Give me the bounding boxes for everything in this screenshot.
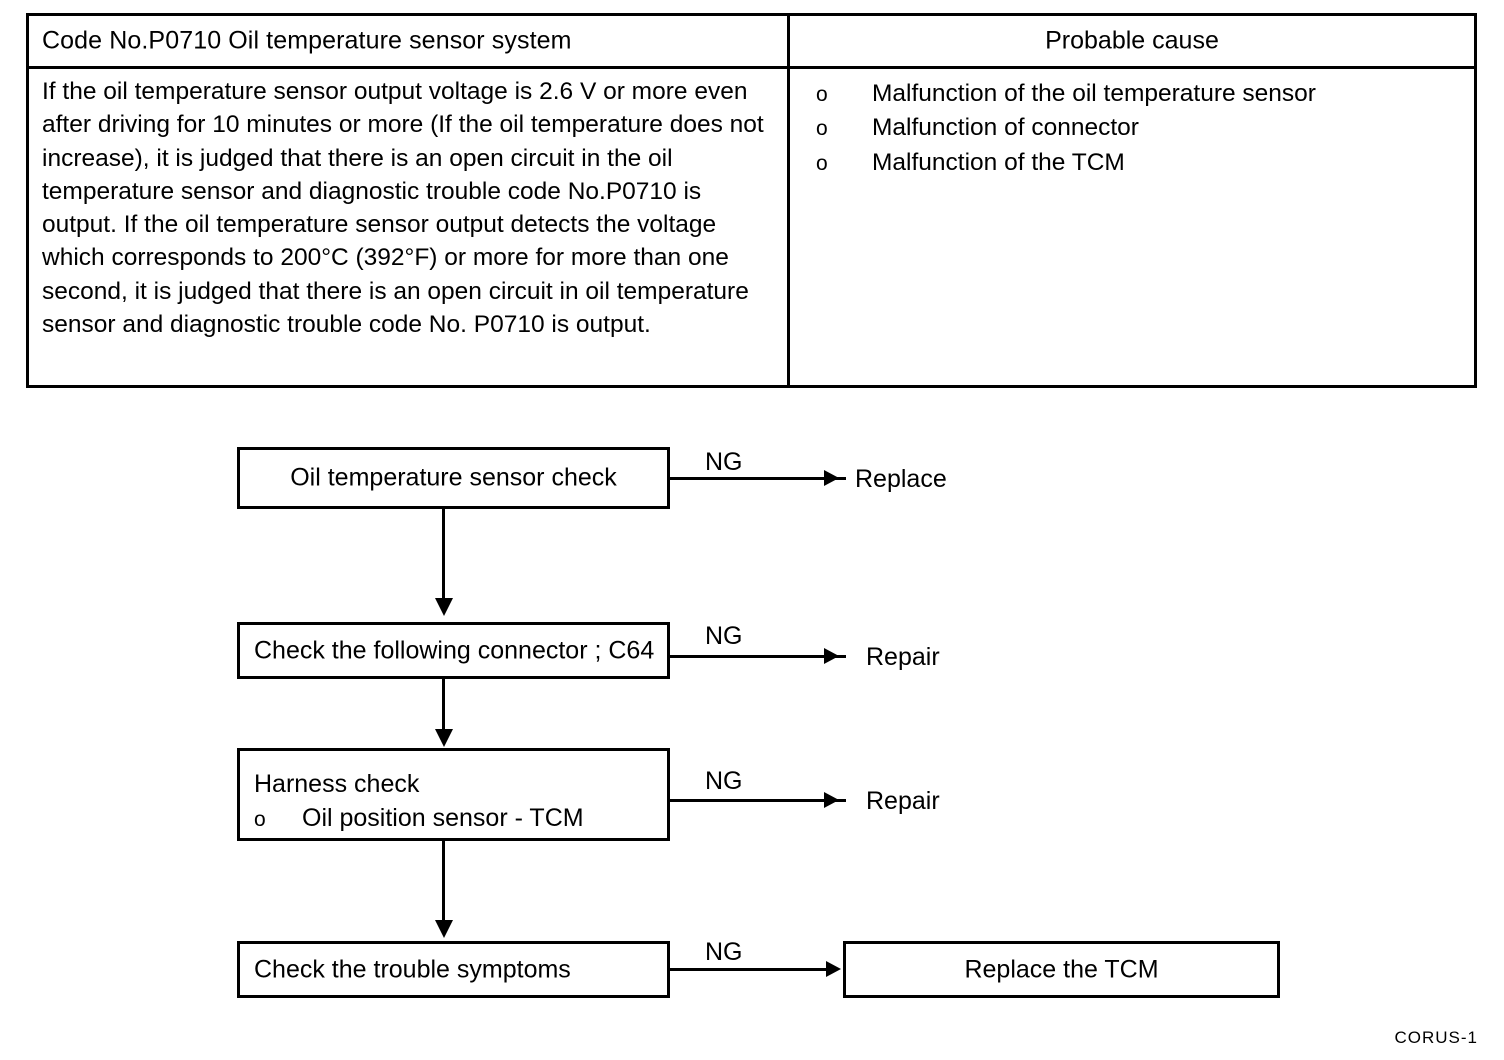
flow-box-label: Harness check: [254, 770, 420, 798]
table-header-cell-cause: Probable cause: [790, 16, 1474, 66]
bullet-icon: o: [816, 151, 828, 175]
branch-line-1: [670, 477, 846, 480]
branch-label-ng-3: NG: [705, 767, 743, 795]
flow-connector-arrowhead-2-3: [435, 729, 453, 747]
flow-connector-3-4: [442, 841, 445, 923]
list-item: o Malfunction of the oil temperature sen…: [816, 77, 1316, 111]
flow-box-sub-label: Oil position sensor - TCM: [302, 804, 584, 832]
flow-box-check-trouble-symptoms: Check the trouble symptoms: [237, 941, 670, 998]
flow-box-label: Check the following connector ; C64: [254, 636, 655, 664]
probable-cause-text: Malfunction of connector: [872, 114, 1139, 142]
branch-line-4: [670, 968, 830, 971]
bullet-icon: o: [254, 808, 266, 831]
table-header-row: Code No.P0710 Oil temperature sensor sys…: [29, 16, 1474, 69]
bullet-icon: o: [816, 83, 828, 106]
branch-line-2: [670, 655, 846, 658]
list-item: o Malfunction of the TCM: [816, 146, 1316, 180]
flow-box-content: Harness check o Oil position sensor - TC…: [254, 767, 659, 837]
probable-cause-text: Malfunction of the TCM: [872, 148, 1125, 176]
flow-connector-arrowhead-3-4: [435, 920, 453, 938]
flow-box-sub-line: o Oil position sensor - TCM: [254, 801, 659, 837]
table-body-cell-description: If the oil temperature sensor output vol…: [29, 69, 790, 385]
branch-arrowhead-1: [824, 470, 839, 486]
branch-arrowhead-2: [824, 648, 839, 664]
branch-label-ng-1: NG: [705, 448, 743, 476]
flow-box-check-connector-c64: Check the following connector ; C64: [237, 622, 670, 679]
flow-box-label-line: Harness check: [254, 767, 659, 801]
flow-connector-2-3: [442, 679, 445, 731]
dtc-description-paragraph: If the oil temperature sensor output vol…: [42, 78, 764, 339]
dtc-code-title: Code No.P0710 Oil temperature sensor sys…: [42, 26, 572, 55]
branch-arrowhead-3: [824, 792, 839, 808]
flow-connector-1-2: [442, 509, 445, 601]
bullet-icon: o: [816, 117, 828, 141]
probable-cause-text: Malfunction of the oil temperature senso…: [872, 80, 1316, 107]
branch-result-replace: Replace: [855, 465, 947, 493]
flow-connector-arrowhead-1-2: [435, 598, 453, 616]
flow-box-label: Oil temperature sensor check: [290, 463, 617, 492]
branch-arrowhead-4: [826, 961, 841, 977]
branch-line-3: [670, 799, 846, 802]
reference-code: CORUS-1: [1394, 1028, 1478, 1047]
table-body-cell-causes: o Malfunction of the oil temperature sen…: [790, 69, 1474, 385]
table-body-row: If the oil temperature sensor output vol…: [29, 69, 1474, 385]
probable-cause-list: o Malfunction of the oil temperature sen…: [816, 77, 1316, 180]
flow-box-label: Check the trouble symptoms: [254, 955, 571, 983]
flow-box-replace-the-tcm: Replace the TCM: [843, 941, 1280, 998]
probable-cause-title: Probable cause: [1045, 26, 1219, 55]
branch-label-ng-4: NG: [705, 938, 743, 966]
flow-box-harness-check: Harness check o Oil position sensor - TC…: [237, 748, 670, 841]
branch-result-repair-2: Repair: [866, 787, 940, 815]
flow-box-label: Replace the TCM: [964, 955, 1159, 983]
branch-result-repair-1: Repair: [866, 643, 940, 671]
dtc-description: If the oil temperature sensor output vol…: [42, 75, 777, 341]
list-item: o Malfunction of connector: [816, 111, 1316, 145]
dtc-info-table: Code No.P0710 Oil temperature sensor sys…: [26, 13, 1477, 388]
flow-box-oil-temperature-sensor-check: Oil temperature sensor check: [237, 447, 670, 509]
table-header-cell-code: Code No.P0710 Oil temperature sensor sys…: [29, 16, 790, 66]
branch-label-ng-2: NG: [705, 622, 743, 650]
